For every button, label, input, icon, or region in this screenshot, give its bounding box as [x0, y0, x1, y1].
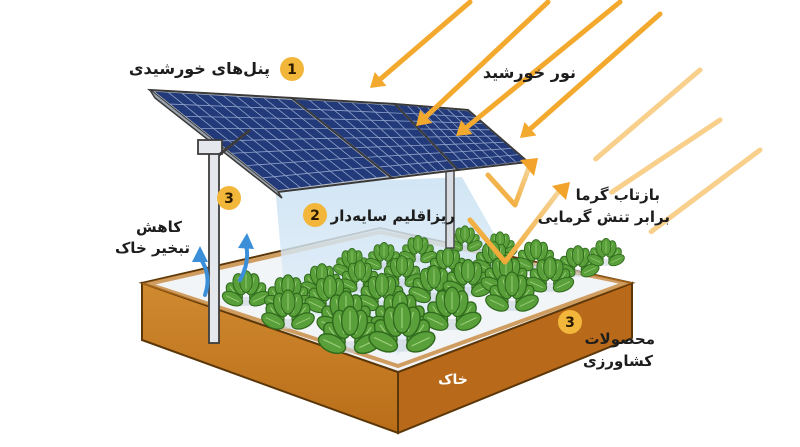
badge-solar-panels: 1	[280, 57, 304, 81]
label-sunlight: نور خورشید	[483, 63, 576, 82]
plant-icon	[422, 286, 482, 331]
evaporation-arrow-icon	[238, 233, 254, 249]
plant-icon	[368, 302, 436, 353]
evaporation-arrow-icon	[192, 246, 208, 262]
sun-ray-arrow	[416, 0, 551, 126]
badge-number: 3	[224, 191, 234, 207]
label-crops-2: کشاورزی	[583, 352, 653, 370]
sun-ray-arrow	[593, 67, 703, 162]
label-soil: خاک	[438, 372, 468, 388]
badge-shade: 2	[303, 203, 327, 227]
support-pole-front	[197, 128, 251, 344]
badge-number: 1	[287, 62, 297, 78]
plant-icon	[587, 237, 625, 267]
crop-plants	[221, 225, 625, 355]
heat-reflection-arrows	[467, 158, 570, 265]
label-heat-reflection-1: بازتاب گرما	[576, 186, 660, 204]
label-shaded-microclimate: ریزاقلیم سایه‌دار	[330, 207, 455, 225]
sun-ray-arrow	[456, 0, 623, 136]
solar-panel-icon	[288, 96, 461, 180]
badge-number: 3	[565, 315, 575, 331]
badge-evaporation: 3	[217, 186, 241, 210]
sun-ray-arrow	[370, 0, 473, 88]
label-heat-reflection-2: برابر تنش گرمایی	[538, 208, 670, 226]
sun-ray-arrow	[648, 147, 763, 235]
sun-rays	[370, 0, 763, 235]
badge-crops: 3	[558, 310, 582, 334]
plant-icon	[485, 271, 539, 312]
plant-icon	[556, 245, 600, 278]
label-solar-panels: پنل‌های خورشیدی	[129, 59, 270, 79]
badge-number: 2	[310, 208, 320, 224]
plant-icon	[261, 289, 315, 330]
sun-ray-arrow	[520, 11, 663, 138]
plant-icon	[525, 256, 575, 293]
label-reduce-evap-1: کاهش	[136, 218, 182, 236]
label-crops-1: محصولات	[584, 330, 655, 348]
sun-ray-arrow	[609, 117, 723, 195]
label-reduce-evap-2: تبخیر خاک	[115, 239, 190, 257]
evaporation-arrows	[192, 233, 254, 297]
plant-icon	[399, 234, 437, 264]
